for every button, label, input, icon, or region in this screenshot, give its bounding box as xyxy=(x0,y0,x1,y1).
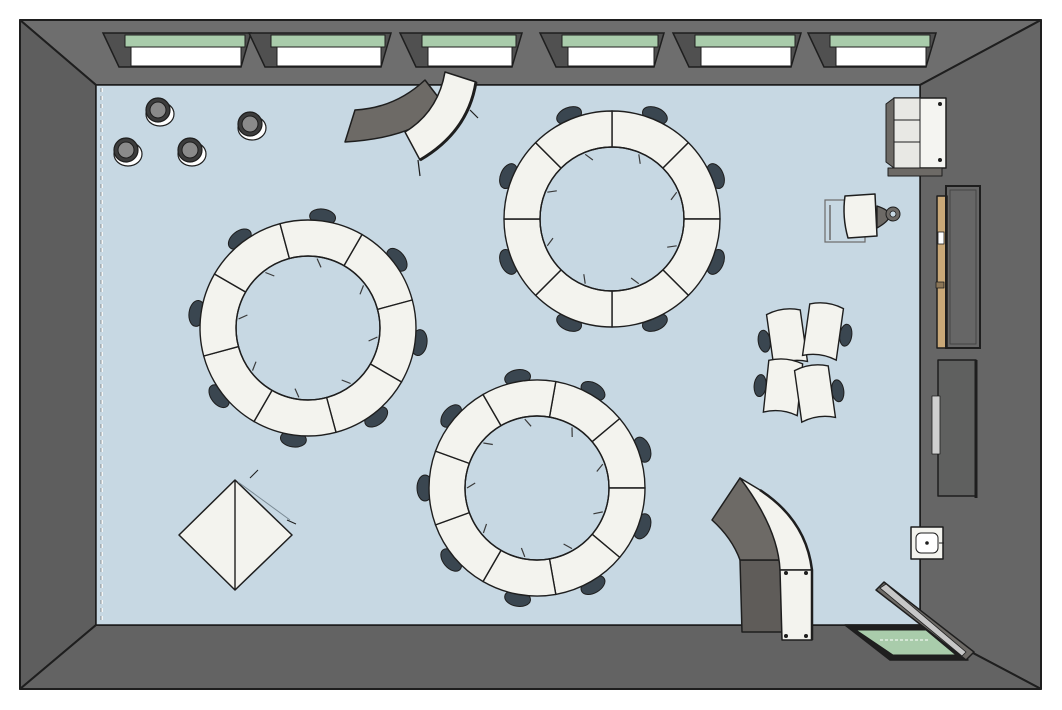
curved-bench-bottom xyxy=(711,477,814,641)
stool-icon xyxy=(177,137,207,167)
ring-left xyxy=(188,208,428,448)
stool-icon xyxy=(145,97,175,127)
bench-dark-vertical xyxy=(739,559,783,633)
square-table xyxy=(178,469,297,591)
window-icon xyxy=(101,32,253,68)
whiteboard-panel xyxy=(937,359,977,497)
teacher-chair-seat xyxy=(843,193,878,239)
floor-hatch xyxy=(844,581,975,661)
small-desk xyxy=(801,302,853,362)
curved-bench-top xyxy=(344,71,479,177)
ring-top xyxy=(499,106,725,332)
stools xyxy=(113,97,267,167)
door xyxy=(935,185,981,349)
desk-rings xyxy=(188,106,725,607)
teacher-station xyxy=(824,193,901,243)
window-icon xyxy=(806,32,938,68)
sink xyxy=(910,526,944,560)
bench-light-vertical xyxy=(779,569,813,641)
window-icon xyxy=(398,32,524,68)
ring-bottom xyxy=(416,369,652,607)
windows xyxy=(101,32,938,68)
stool-icon xyxy=(113,137,143,167)
door-icon xyxy=(937,231,945,245)
desk-segment xyxy=(428,450,470,526)
small-desk-cluster xyxy=(753,302,853,424)
window-icon xyxy=(538,32,666,68)
small-desk xyxy=(753,358,804,417)
whiteboard xyxy=(931,359,978,498)
wall-left xyxy=(19,19,97,690)
storage-cabinet xyxy=(885,97,947,177)
stool-icon xyxy=(237,111,267,141)
window-icon xyxy=(671,32,803,68)
small-desk xyxy=(793,364,845,424)
window-icon xyxy=(247,32,393,68)
